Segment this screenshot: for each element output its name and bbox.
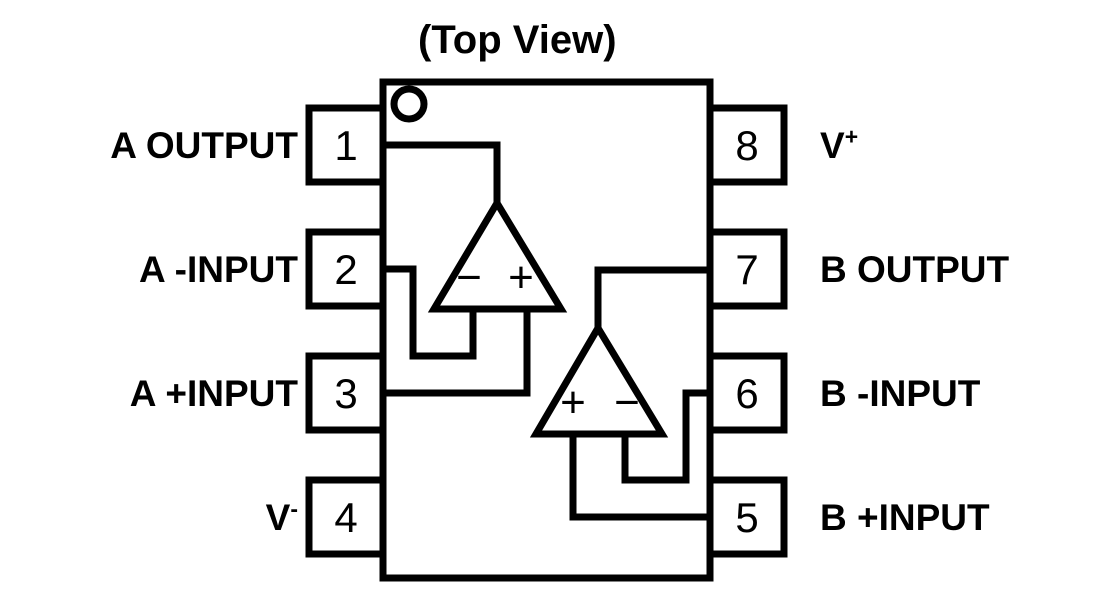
wire-a-inverting-to-pin2: [383, 265, 477, 360]
amplifier-b-noninverting-sign: +: [560, 378, 586, 427]
pin-label-5: B +INPUT: [820, 499, 990, 536]
pin-label-6: B -INPUT: [820, 375, 980, 412]
amplifier-a-triangle: [427, 196, 568, 313]
pin-label-8-sup: +: [844, 123, 859, 150]
pin-number-1: 1: [334, 122, 357, 169]
amplifier-a: [383, 141, 568, 397]
wire-a-noninverting-to-pin3: [383, 309, 531, 397]
wire-b-noninverting-to-pin5: [569, 434, 710, 521]
pin-number-6: 6: [735, 370, 758, 417]
left-pin-numbers: 1 2 3 4: [334, 122, 357, 541]
pin-label-7-text: B OUTPUT: [820, 249, 1010, 290]
wire-a-output-to-pin1: [383, 141, 501, 203]
pin-number-5: 5: [735, 494, 758, 541]
pin-label-5-text: B +INPUT: [820, 497, 990, 538]
pin-label-4: V-: [265, 495, 298, 538]
amplifier-a-signs: − +: [456, 253, 534, 302]
pin-label-8-text: V: [820, 125, 845, 166]
pin-number-3: 3: [334, 370, 357, 417]
pin-number-8: 8: [735, 122, 758, 169]
pin-label-3-text: A +INPUT: [129, 373, 298, 414]
pin-label-8: V+: [820, 123, 859, 166]
pin-label-1-text: A OUTPUT: [110, 125, 298, 166]
right-pin-numbers: 8 7 6 5: [735, 122, 758, 541]
chip-outline-group: [379, 78, 714, 582]
pin-box-8[interactable]: [706, 104, 788, 186]
pin-number-2: 2: [334, 246, 357, 293]
amplifier-a-noninverting-sign: +: [508, 253, 534, 302]
pin-number-7: 7: [735, 246, 758, 293]
amplifier-a-inverting-sign: −: [456, 253, 482, 302]
pin-label-2-text: A -INPUT: [139, 249, 298, 290]
amplifier-b-triangle: [529, 321, 669, 438]
wire-b-inverting-to-pin6: [621, 389, 710, 484]
amplifier-b-inverting-sign: −: [614, 378, 640, 427]
diagram-title: (Top View): [418, 18, 617, 62]
amplifier-b-signs: + −: [560, 378, 640, 427]
left-pin-boxes: [305, 104, 387, 558]
pin-number-4: 4: [334, 494, 357, 541]
pin-label-2: A -INPUT: [139, 251, 298, 288]
amplifier-b: [529, 266, 710, 521]
pin-box-4[interactable]: [305, 476, 387, 558]
chip-body: [379, 78, 714, 582]
pin-label-4-text: V: [265, 497, 291, 538]
pin-label-4-sup: -: [290, 495, 298, 522]
pin-label-3: A +INPUT: [130, 375, 298, 412]
pin-label-1: A OUTPUT: [110, 127, 298, 164]
wire-b-output-to-pin7: [594, 266, 710, 328]
pin-label-6-text: B -INPUT: [820, 373, 981, 414]
pin-box-2[interactable]: [305, 228, 387, 310]
pin1-indicator-dot-icon: [390, 85, 428, 123]
right-pin-boxes: [706, 104, 788, 558]
pin-label-7: B OUTPUT: [820, 251, 1009, 288]
